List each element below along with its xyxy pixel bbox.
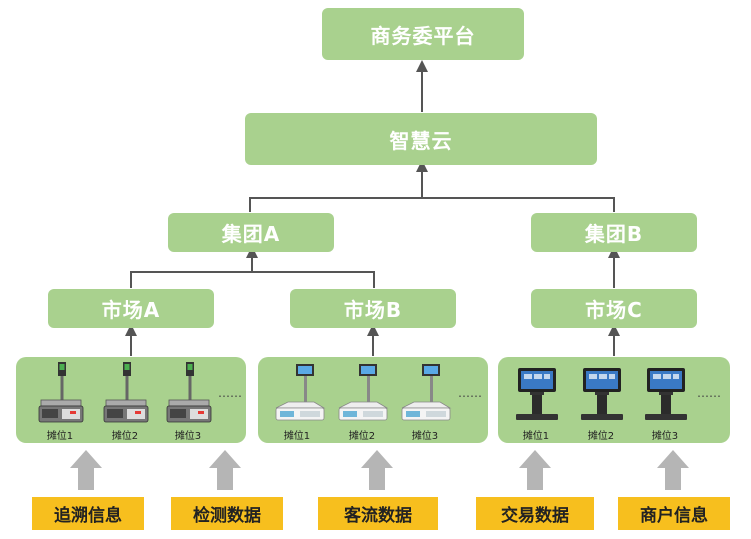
stall-label: 摊位2 bbox=[111, 431, 139, 442]
pos-terminal-icon bbox=[581, 368, 623, 420]
source-traffic-data: 客流数据 bbox=[318, 497, 438, 530]
node-commerce-platform: 商务委平台 bbox=[322, 8, 524, 60]
node-market-b: 市场B bbox=[290, 289, 456, 328]
pos-terminal-icon bbox=[516, 368, 558, 420]
scale-icon bbox=[38, 362, 84, 423]
stall-label: 摊位3 bbox=[411, 431, 439, 442]
big-arrow-3 bbox=[361, 450, 393, 490]
stall-label: 摊位1 bbox=[46, 431, 74, 442]
source-inspection-data: 检测数据 bbox=[171, 497, 283, 530]
stall-label: 摊位3 bbox=[651, 431, 679, 442]
node-group-a: 集团A bbox=[168, 213, 334, 252]
ellipsis-market-a: …… bbox=[218, 386, 242, 400]
stall-label: 摊位2 bbox=[587, 431, 615, 442]
scale-icon bbox=[166, 362, 212, 423]
node-market-a: 市场A bbox=[48, 289, 214, 328]
ellipsis-market-b: …… bbox=[458, 386, 482, 400]
pos-terminal-icon bbox=[645, 368, 687, 420]
node-group-b: 集团B bbox=[531, 213, 697, 252]
source-transaction-data: 交易数据 bbox=[476, 497, 594, 530]
big-arrow-5 bbox=[657, 450, 689, 490]
node-smart-cloud: 智慧云 bbox=[245, 113, 597, 165]
big-arrow-1 bbox=[70, 450, 102, 490]
stall-label: 摊位1 bbox=[283, 431, 311, 442]
big-arrow-4 bbox=[519, 450, 551, 490]
scale-icon bbox=[275, 364, 326, 421]
scale-icon bbox=[103, 362, 149, 423]
stall-label: 摊位1 bbox=[522, 431, 550, 442]
source-trace-info: 追溯信息 bbox=[32, 497, 144, 530]
stall-label: 摊位3 bbox=[174, 431, 202, 442]
big-arrow-2 bbox=[209, 450, 241, 490]
ellipsis-market-c: …… bbox=[697, 386, 721, 400]
scale-icon bbox=[401, 364, 452, 421]
stall-label: 摊位2 bbox=[348, 431, 376, 442]
connector-markets-ab bbox=[130, 271, 375, 288]
node-market-c: 市场C bbox=[531, 289, 697, 328]
scale-icon bbox=[338, 364, 389, 421]
connector-groups bbox=[249, 197, 615, 212]
source-merchant-info: 商户信息 bbox=[618, 497, 730, 530]
